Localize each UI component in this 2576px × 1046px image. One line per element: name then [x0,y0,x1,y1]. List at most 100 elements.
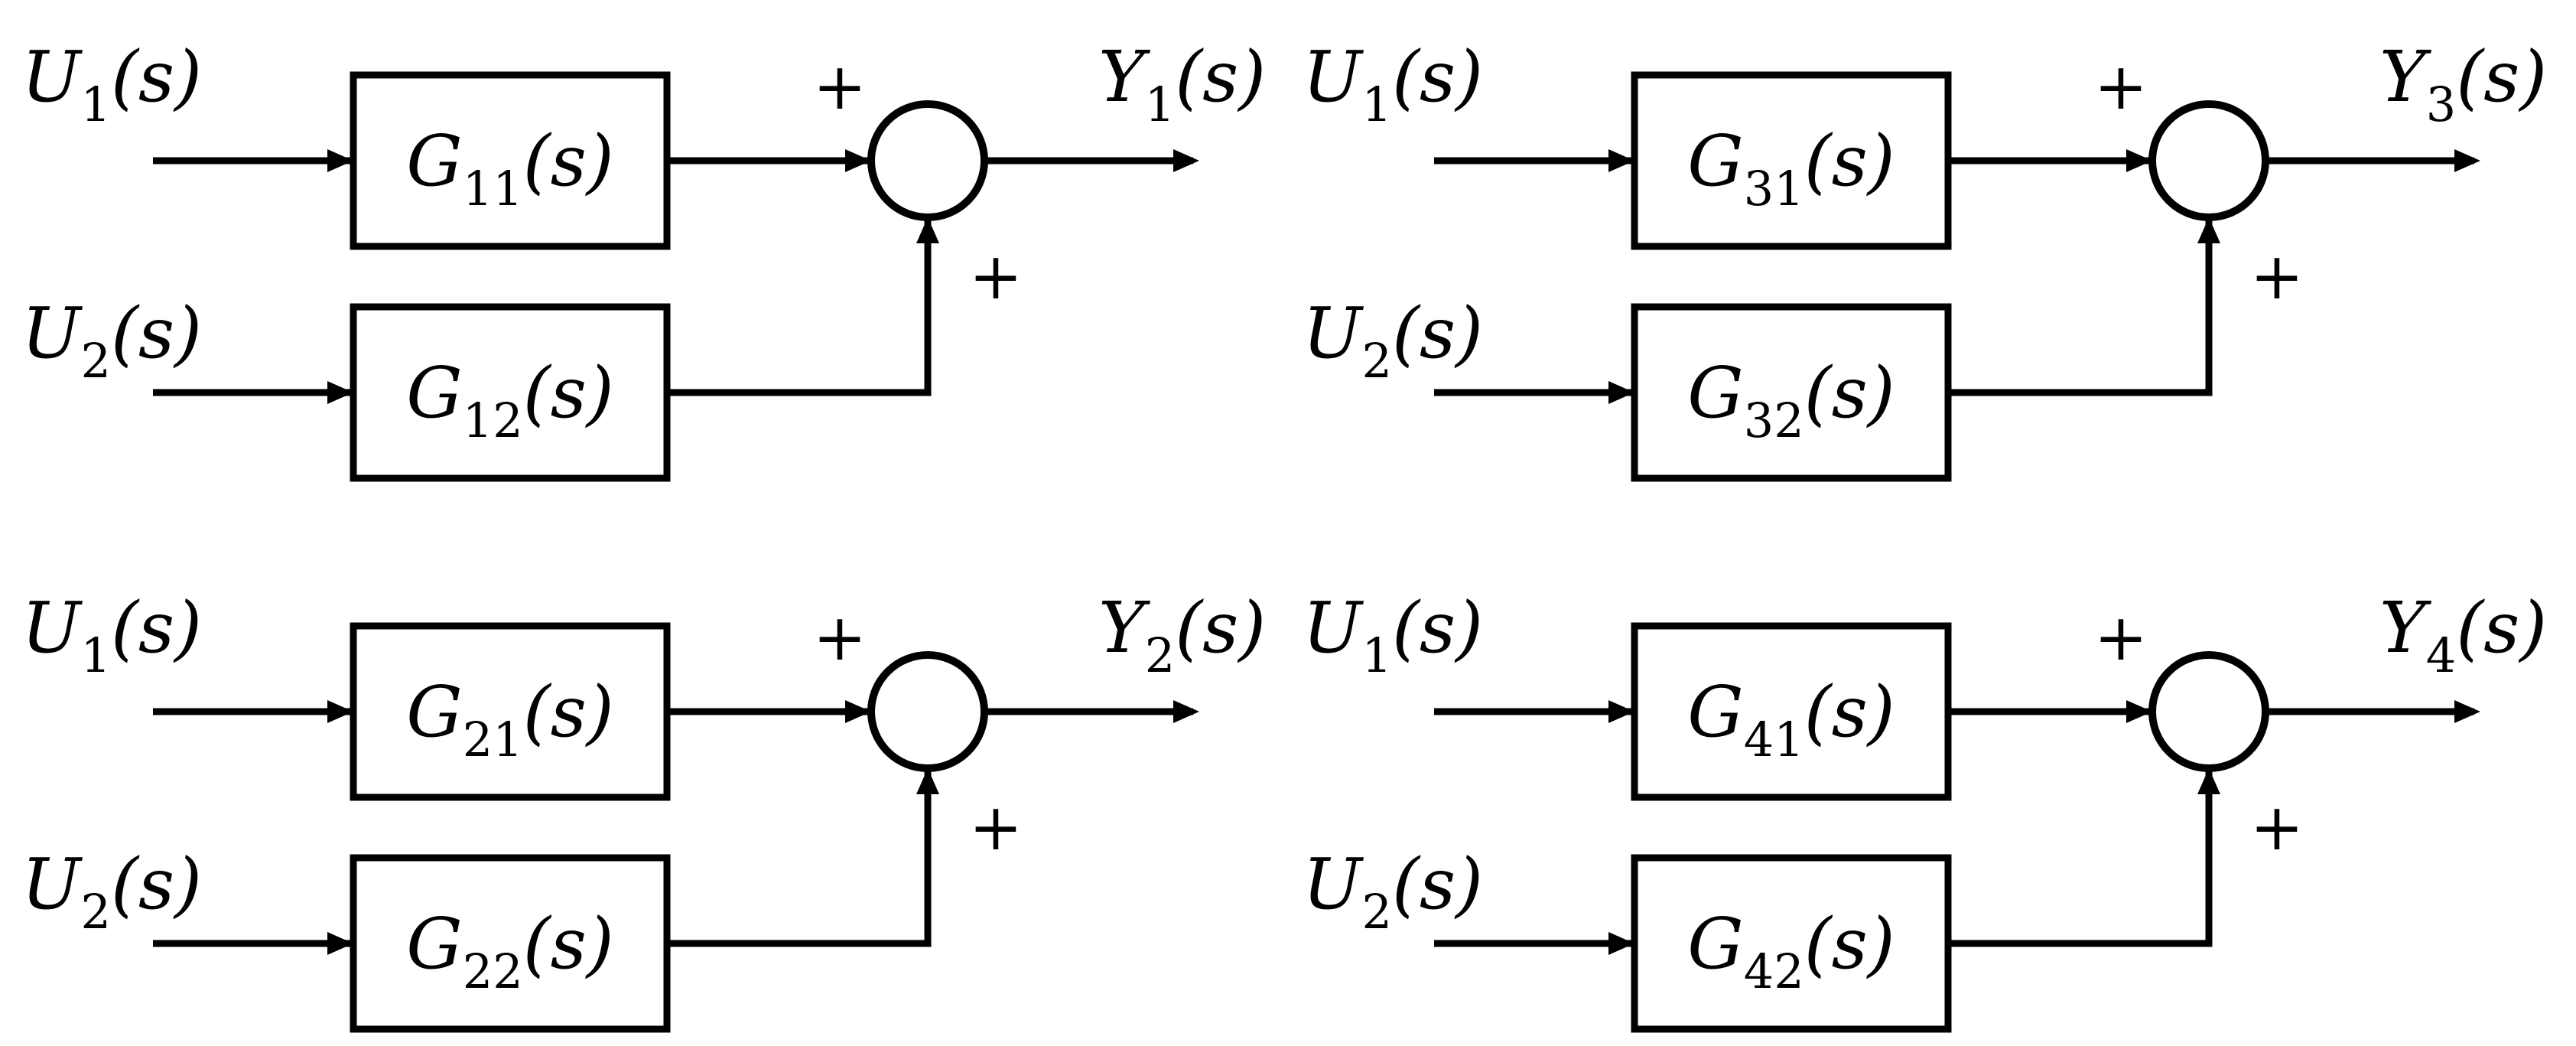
wire-bottom-block-to-sum [667,220,932,396]
input-label-u1-var: U [21,36,83,118]
transfer-block-top-label: G31(s) [1687,120,1895,217]
arrowhead-sum-bottom [916,768,939,794]
arrowhead-sum-bottom [916,217,939,243]
input-label-u1-subscript: 1 [1362,627,1392,683]
transfer-block-top-label-subscript: 41 [1744,712,1804,767]
transfer-block-top-label-subscript: 11 [463,161,523,217]
output-label-argument: (s) [1175,36,1266,118]
output-label: Y1(s) [1098,36,1266,132]
output-label-argument: (s) [1175,587,1266,669]
input-label-u1: U1(s) [21,36,202,132]
input-label-u2-argument: (s) [1392,843,1483,925]
input-label-u1-argument: (s) [111,36,202,118]
transfer-block-bottom-label: G22(s) [406,903,613,999]
transfer-block-bottom [1631,303,1952,482]
wire-bottom-block-to-sum [1948,220,2213,396]
transfer-block-bottom-label-argument: (s) [523,352,614,434]
transfer-block-bottom-label-subscript: 22 [463,943,523,999]
transfer-block-top-label: G41(s) [1687,671,1895,767]
arrowhead-sum-left [845,149,871,172]
transfer-block-bottom-label: G32(s) [1687,352,1895,448]
summing-junction [2148,651,2269,772]
arrowhead-sum-left [2126,700,2152,723]
input-label-u2: U2(s) [1303,843,1483,940]
input-label-u1-argument: (s) [1392,36,1483,118]
transfer-block-bottom-label-argument: (s) [1804,903,1895,985]
sum-sign-top: + [2094,600,2148,675]
input-label-u2-subscript: 2 [1362,884,1392,940]
sum-sign-bottom: + [969,790,1023,865]
transfer-block-bottom-label-var: G [1687,903,1744,985]
input-label-u1-argument: (s) [111,587,202,669]
output-label: Y4(s) [2379,587,2547,683]
input-label-u2-subscript: 2 [1362,333,1392,389]
transfer-block-bottom-label-var: G [406,903,463,985]
arrowhead-sum-left [2126,149,2152,172]
arrowhead-sum-left [845,700,871,723]
transfer-block-top-label-var: G [1687,671,1744,753]
input-label-u1-subscript: 1 [1362,77,1392,132]
transfer-block-top-label-argument: (s) [1804,120,1895,202]
transfer-block-top-label-argument: (s) [1804,671,1895,753]
transfer-block-top [350,622,671,801]
output-label-var: Y [2379,36,2432,118]
arrowhead-output [1173,149,1199,172]
output-label: Y3(s) [2379,36,2547,132]
diagram-output-4: U1(s)U2(s)G41(s)G42(s)++Y4(s) [1303,587,2547,1033]
transfer-block-top-label-var: G [406,671,463,753]
sum-sign-bottom: + [2250,239,2304,314]
summing-junction [867,100,988,221]
input-label-u2-subscript: 2 [81,884,111,940]
sum-sign-bottom: + [2250,790,2304,865]
arrowhead-block-bottom [1608,381,1634,404]
input-label-u2-argument: (s) [111,843,202,925]
input-label-u1-var: U [1303,36,1364,118]
transfer-block-bottom-label: G12(s) [406,352,613,448]
output-label-var: Y [1098,587,1151,669]
transfer-block-top-label-subscript: 31 [1744,161,1804,217]
input-label-u2: U2(s) [21,292,202,389]
sum-sign-bottom: + [969,239,1023,314]
input-label-u1-subscript: 1 [81,627,111,683]
sum-sign-top: + [813,49,867,124]
input-label-u2-var: U [1303,292,1364,374]
input-label-u1: U1(s) [1303,36,1483,132]
arrowhead-block-bottom [327,381,353,404]
input-label-u1-subscript: 1 [81,77,111,132]
output-label-var: Y [2379,587,2432,669]
input-label-u2-argument: (s) [111,292,202,374]
transfer-block-bottom-label-argument: (s) [1804,352,1895,434]
transfer-block-bottom-label-subscript: 32 [1744,393,1804,448]
input-label-u2-var: U [21,292,83,374]
diagram-output-1: U1(s)U2(s)G11(s)G12(s)++Y1(s) [21,36,1266,482]
arrowhead-output [2454,700,2480,723]
output-label-argument: (s) [2456,587,2547,669]
arrowhead-block-top [327,149,353,172]
input-label-u1: U1(s) [1303,587,1483,683]
wire-bottom-block-to-sum [1948,771,2213,947]
arrowhead-block-top [327,700,353,723]
input-label-u2-var: U [1303,843,1364,925]
transfer-block-bottom-label: G42(s) [1687,903,1895,999]
diagram-output-2: U1(s)U2(s)G21(s)G22(s)++Y2(s) [21,587,1266,1033]
arrowhead-block-top [1608,700,1634,723]
arrowhead-sum-bottom [2197,768,2220,794]
arrowhead-output [2454,149,2480,172]
sum-sign-top: + [2094,49,2148,124]
input-label-u1-var: U [1303,587,1364,669]
input-label-u1-var: U [21,587,83,669]
output-label-subscript: 2 [1145,627,1175,683]
arrowhead-block-top [1608,149,1634,172]
transfer-block-top-label-argument: (s) [523,120,614,202]
transfer-block-bottom-label-var: G [1687,352,1744,434]
input-label-u1-argument: (s) [1392,587,1483,669]
transfer-block-top-label-var: G [406,120,463,202]
transfer-block-bottom-label-argument: (s) [523,903,614,985]
output-label-var: Y [1098,36,1151,118]
transfer-block-bottom [1631,854,1952,1033]
output-label-subscript: 1 [1145,77,1175,132]
transfer-block-top [1631,71,1952,250]
input-label-u2-subscript: 2 [81,333,111,389]
transfer-block-top-label-var: G [1687,120,1744,202]
output-label-subscript: 4 [2426,627,2456,683]
